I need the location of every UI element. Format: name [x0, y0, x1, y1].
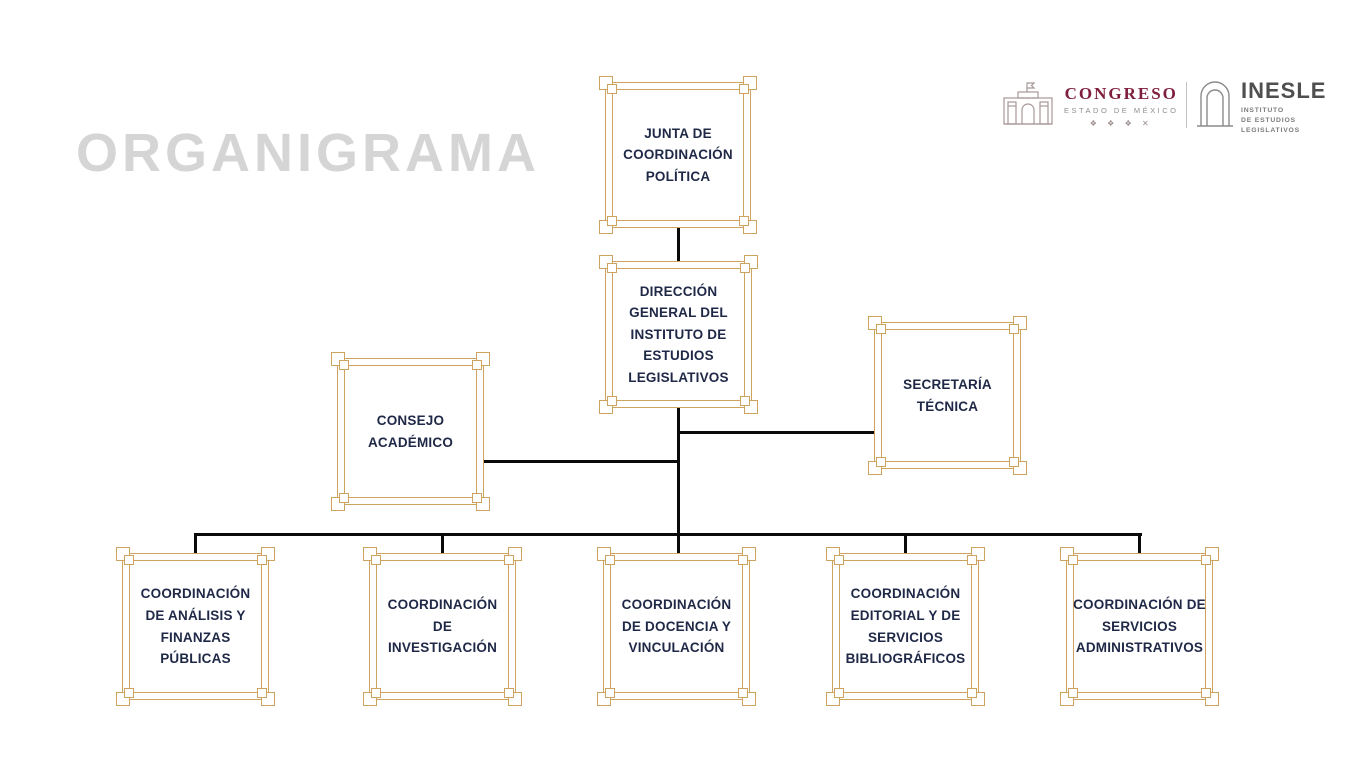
connector-drop-investigacion — [441, 533, 444, 555]
inesle-subtitle: INSTITUTO DE ESTUDIOS LEGISLATIVOS — [1241, 107, 1300, 134]
org-node-direccion-general: DIRECCIÓN GENERAL DEL INSTITUTO DE ESTUD… — [599, 255, 758, 414]
inesle-wordmark: INESLE — [1241, 78, 1327, 103]
congreso-wordmark-group: CONGRESO ESTADO DE MÉXICO ❖ ❖ ❖ ✕ — [1064, 84, 1178, 128]
org-node-label: SECRETARÍA TÉCNICA — [903, 376, 992, 414]
org-node-label: COORDINACIÓN DE ANÁLISIS Y FINANZAS PÚBL… — [140, 586, 251, 667]
connector-consejo — [484, 460, 680, 463]
org-node-junta-coordinacion-politica: JUNTA DE COORDINACIÓN POLÍTICA — [599, 76, 757, 234]
logo-divider — [1186, 82, 1187, 128]
org-node-label: COORDINACIÓN DE SERVICIOS ADMINISTRATIVO… — [1073, 597, 1206, 656]
congreso-subtitle: ESTADO DE MÉXICO — [1064, 105, 1179, 115]
page-title: ORGANIGRAMA — [76, 123, 540, 183]
connector-drop-servicios — [1138, 533, 1141, 555]
org-node-label: CONSEJO ACADÉMICO — [367, 412, 454, 450]
connector-drop-editorial — [904, 533, 907, 555]
connector-junta-direccion — [677, 226, 680, 263]
org-node-label: COORDINACIÓN DE INVESTIGACIÓN — [387, 597, 498, 656]
connector-secretaria — [679, 431, 874, 434]
congreso-wordmark: CONGRESO — [1064, 83, 1178, 103]
org-node-secretaria-tecnica: SECRETARÍA TÉCNICA — [868, 316, 1027, 475]
congreso-building-icon — [1002, 78, 1054, 133]
org-node-consejo-academico: CONSEJO ACADÉMICO — [331, 352, 490, 511]
org-node-coordinacion-analisis-finanzas: COORDINACIÓN DE ANÁLISIS Y FINANZAS PÚBL… — [116, 547, 275, 706]
org-node-label: COORDINACIÓN EDITORIAL Y DE SERVICIOS BI… — [845, 586, 966, 667]
connector-direccion-trunk — [677, 408, 680, 555]
inesle-wordmark-group: INESLE INSTITUTO DE ESTUDIOS LEGISLATIVO… — [1241, 80, 1326, 136]
org-node-label: COORDINACIÓN DE DOCENCIA Y VINCULACIÓN — [621, 597, 732, 656]
inesle-logo: INESLE INSTITUTO DE ESTUDIOS LEGISLATIVO… — [1197, 80, 1326, 136]
org-node-coordinacion-investigacion: COORDINACIÓN DE INVESTIGACIÓN — [363, 547, 522, 706]
org-node-label: JUNTA DE COORDINACIÓN POLÍTICA — [623, 125, 733, 184]
inesle-arch-icon — [1197, 80, 1233, 133]
org-node-coordinacion-docencia-vinculacion: COORDINACIÓN DE DOCENCIA Y VINCULACIÓN — [597, 547, 756, 706]
org-node-coordinacion-servicios-administrativos: COORDINACIÓN DE SERVICIOS ADMINISTRATIVO… — [1060, 547, 1219, 706]
congreso-logo: CONGRESO ESTADO DE MÉXICO ❖ ❖ ❖ ✕ — [1002, 78, 1178, 133]
connector-drop-analisis — [194, 533, 197, 555]
org-node-label: DIRECCIÓN GENERAL DEL INSTITUTO DE ESTUD… — [628, 283, 729, 385]
org-node-coordinacion-editorial-bibliograficos: COORDINACIÓN EDITORIAL Y DE SERVICIOS BI… — [826, 547, 985, 706]
congreso-ornaments: ❖ ❖ ❖ ✕ — [1089, 118, 1153, 128]
connector-horizontal-bus — [194, 533, 1142, 536]
